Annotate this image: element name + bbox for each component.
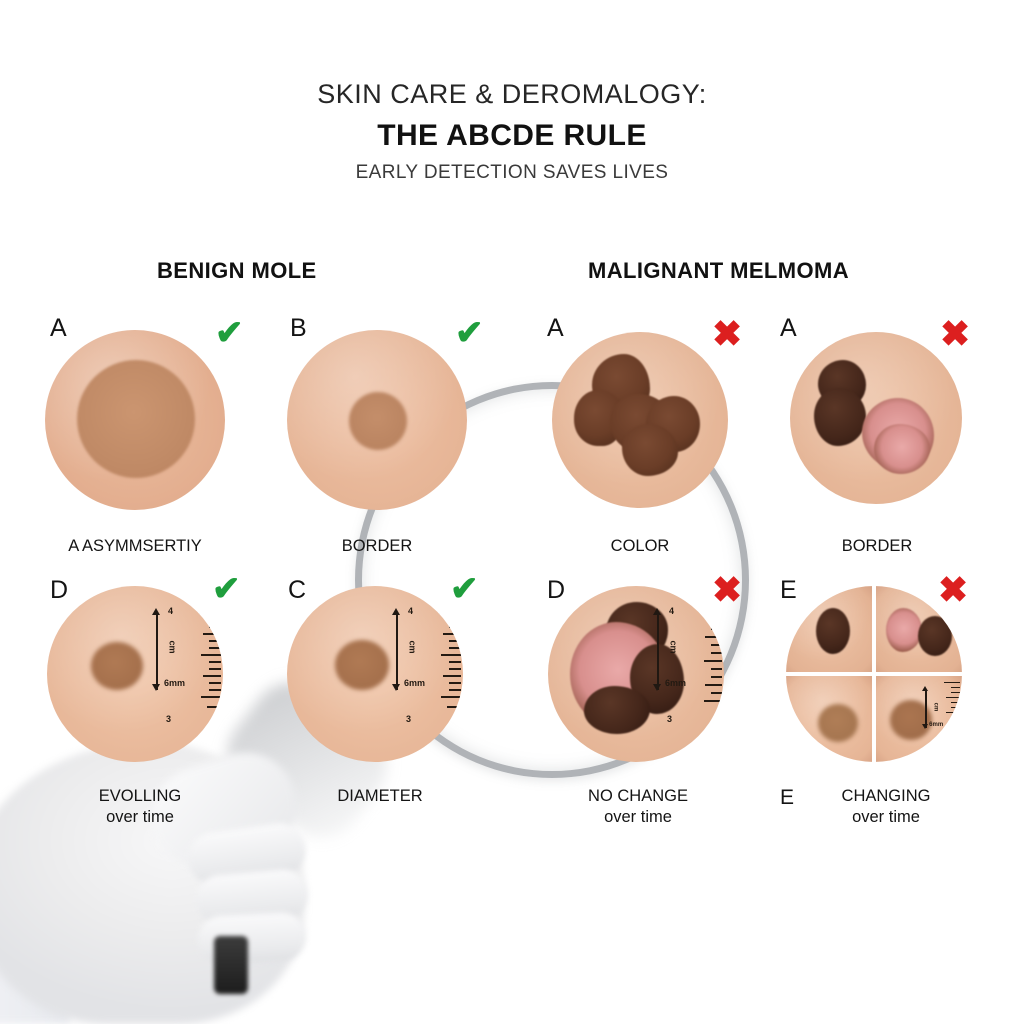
panel-letter-badge: C	[288, 576, 307, 604]
check-icon: ✔	[450, 570, 479, 608]
lesion-photo-disc: 4 cm 6mm 3	[47, 586, 223, 762]
cross-icon: ✖	[712, 313, 743, 354]
mole-shape	[349, 392, 407, 450]
ruler-label-mid: cm	[167, 640, 178, 654]
lesion-photo-quad-disc: cm 6mm	[786, 586, 962, 762]
panel-letter-badge: A	[547, 314, 564, 342]
quad-bottom-left	[786, 675, 873, 762]
lesion-blob	[584, 686, 650, 734]
quad-bottom-right: cm 6mm	[875, 675, 962, 762]
ruler-label-mid: cm	[407, 640, 418, 654]
check-icon: ✔	[212, 570, 241, 608]
ruler-label-mid: cm	[932, 702, 939, 712]
quad-top-right	[875, 586, 962, 673]
lesion-photo-disc: 4 cm 6mm 3	[548, 586, 724, 762]
panel-caption: CHANGING over time	[756, 786, 1016, 829]
lesion-blob	[874, 424, 930, 474]
page-title: THE ABCDE RULE	[377, 118, 647, 152]
panel-caption-prefix: E	[780, 786, 795, 809]
magnifier-handle-tip	[214, 936, 248, 994]
lesion-photo-disc: 4 cm 6mm 3	[287, 586, 463, 762]
panel-letter-badge: A	[50, 314, 67, 342]
panel-letter-badge: B	[290, 314, 307, 342]
ruler-scale: 4 cm 6mm 3	[142, 586, 223, 762]
lesion-blob	[885, 608, 922, 652]
title-subtitle: EARLY DETECTION SAVES LIVES	[355, 162, 669, 184]
lesion-blob	[816, 608, 850, 654]
title-line-1: SKIN CARE & DEROMALOGY:	[317, 79, 707, 109]
ruler-label-lower: 3	[667, 714, 673, 724]
panel-caption-subtext: over time	[852, 808, 920, 827]
infographic-header: SKIN CARE & DEROMALOGY: THE ABCDE RULE E…	[0, 78, 1024, 186]
panel-caption-subtext: over time	[604, 808, 672, 827]
check-icon: ✔	[215, 314, 244, 352]
panel-caption-text: COLOR	[610, 537, 670, 555]
lesion-photo-disc	[45, 330, 225, 510]
panel-letter-badge: E	[780, 576, 797, 604]
lesion-blob	[917, 616, 952, 656]
ruler-label-lower: 3	[166, 714, 172, 724]
ruler-label-top: 4	[168, 606, 174, 616]
mole-shape	[91, 642, 143, 690]
panel-caption-text: CHANGING	[841, 787, 931, 805]
panel-letter-badge: A	[780, 314, 797, 342]
panel-caption: NO CHANGE over time	[508, 786, 768, 829]
panel-caption: COLOR	[505, 536, 775, 557]
ruler-scale: 4 cm 6mm 3	[382, 586, 463, 762]
lesion-photo-disc	[287, 330, 467, 510]
panel-caption-text: EVOLLING	[98, 787, 182, 805]
panel-caption-text: BORDER	[341, 537, 413, 555]
cross-icon: ✖	[712, 569, 743, 610]
panel-caption-text: DIAMETER	[337, 787, 423, 805]
section-heading-benign: BENIGN MOLE	[157, 258, 317, 283]
panel-caption-subtext: over time	[106, 808, 174, 827]
ruler-arrow-line	[156, 612, 158, 690]
quad-top-left	[786, 586, 873, 673]
lesion-photo-disc	[552, 332, 728, 508]
ruler-arrow-up	[922, 685, 929, 691]
panel-caption-text: NO CHANGE	[588, 787, 688, 805]
lesion-blob	[814, 388, 866, 446]
mole-shape	[889, 699, 932, 740]
ruler-arrow-down	[152, 684, 161, 691]
ruler-label-bottom: 6mm	[404, 678, 426, 688]
panel-caption-text: BORDER	[841, 537, 913, 555]
lesion-photo-disc	[790, 332, 962, 504]
panel-caption-text: A ASYMMSERTIY	[68, 537, 202, 555]
panel-caption: EVOLLING over time	[10, 786, 270, 829]
check-icon: ✔	[455, 314, 484, 352]
panel-letter-badge: D	[547, 576, 566, 604]
mole-shape	[77, 360, 195, 478]
section-heading-malignant: MALIGNANT MELMOMA	[588, 258, 849, 283]
mole-shape	[335, 640, 389, 690]
lesion-blob	[622, 424, 678, 476]
ruler-label-lower: 3	[406, 714, 412, 724]
ruler-arrow-down	[392, 684, 401, 691]
panel-caption: A ASYMMSERTIY	[0, 536, 270, 557]
cross-icon: ✖	[938, 569, 969, 610]
ruler-label-top: 4	[408, 606, 414, 616]
mole-shape	[818, 703, 858, 742]
panel-caption: DIAMETER	[250, 786, 510, 807]
panel-letter-badge: D	[50, 576, 69, 604]
ruler-arrow-up	[392, 608, 401, 615]
ruler-arrow-line	[396, 612, 398, 690]
panel-caption: BORDER	[242, 536, 512, 557]
cross-icon: ✖	[940, 313, 971, 354]
ruler-label-bottom: 6mm	[164, 678, 186, 688]
ruler-arrow-up	[152, 608, 161, 615]
panel-caption: BORDER	[742, 536, 1012, 557]
ruler-label-top: 4	[669, 606, 675, 616]
